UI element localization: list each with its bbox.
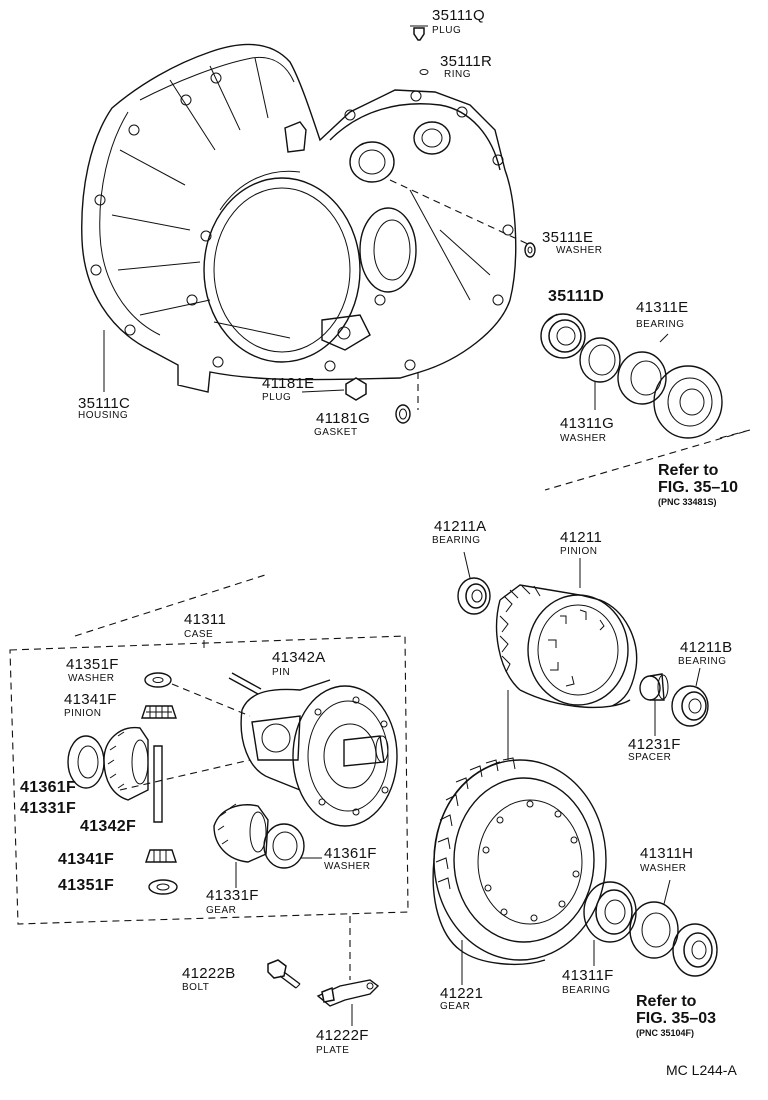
bearing-41311F [584,882,636,966]
transaxle-housing [82,45,530,410]
part-name-bearing: BEARING [678,656,727,667]
part-name-gear: GEAR [206,905,237,916]
reference-fig-35-03: Refer to FIG. 35–03 (PNC 35104F) [636,993,717,1038]
part-number-41221: 41221 [440,985,484,1002]
pinion-41211 [497,558,637,707]
part-name-ring: RING [444,69,471,80]
gasket-41181G [396,405,410,423]
part-name-housing: HOUSING [78,410,129,421]
part-number-35111C: 35111C [78,395,131,412]
part-name-bearing: BEARING [432,535,481,546]
part-name-washer: WASHER [640,863,687,874]
part-name-case: CASE [184,629,214,640]
reference-pnc: (PNC 33481S) [658,496,717,507]
part-number-41342F: 41342F [80,818,137,835]
plug-35111Q [410,26,428,40]
differential-case-group [10,575,408,924]
part-number-41361F: 41361F [20,779,77,796]
figure-code: MC L244-A [666,1062,737,1078]
oil-seal-35111D [541,314,585,358]
reference-line1: Refer to [658,462,719,479]
part-number-41222F: 41222F [316,1027,369,1044]
reference-line2: FIG. 35–10 [658,478,739,496]
part-number-41311G: 41311G [560,415,615,432]
part-number-41342A: 41342A [272,649,326,666]
part-name-plate: PLATE [316,1045,350,1056]
part-name-washer: WASHER [68,673,115,684]
bolt-41222B [268,960,300,988]
washer-41311G [580,338,620,410]
bearing-41211A [458,552,490,614]
part-number-41311E: 41311E [636,299,689,316]
part-number-41222B: 41222B [182,965,236,982]
part-name-bolt: BOLT [182,982,210,993]
reference-pnc: (PNC 35104F) [636,1027,695,1038]
part-name-bearing: BEARING [636,319,685,330]
part-name-washer: WASHER [556,245,603,256]
bearing-41311E [618,334,722,438]
part-number-35111Q: 35111Q [432,7,485,24]
part-name-washer: WASHER [324,861,371,872]
part-name-pinion: PINION [64,708,102,719]
part-number-41341F: 41341F [64,691,117,708]
part-name-spacer: SPACER [628,752,672,763]
part-name-washer: WASHER [560,433,607,444]
part-name-bearing: BEARING [562,985,611,996]
reference-fig-35-10: Refer to FIG. 35–10 (PNC 33481S) [658,462,739,507]
ring-gear-41221 [433,758,606,985]
ring-35111R [420,70,428,75]
washer-41311H [630,880,678,958]
part-name-pin: PIN [272,667,291,678]
part-number-41311: 41311 [184,611,227,628]
part-number-41331F: 41331F [206,887,259,904]
part-number-41181G: 41181G [316,410,371,427]
plug-41181E [302,378,366,400]
part-number-41361F: 41361F [324,845,377,862]
part-number-41331F: 41331F [20,800,77,817]
part-number-35111D: 35111D [548,288,605,305]
bearing-outer-race [673,924,717,976]
part-number-41341F: 41341F [58,851,115,868]
part-name-plug: PLUG [262,392,292,403]
part-name-plug: PLUG [432,25,462,36]
part-number-41351F: 41351F [66,656,119,673]
part-number-41311F: 41311F [562,967,614,984]
part-number-41211: 41211 [560,529,603,546]
plate-41222F [318,980,378,1026]
washer-35111E [525,243,535,257]
part-number-41211B: 41211B [680,639,733,656]
reference-line2: FIG. 35–03 [636,1009,717,1027]
part-name-gear: GEAR [440,1001,471,1012]
reference-line1: Refer to [636,993,697,1010]
part-number-41231F: 41231F [628,736,681,753]
part-number-41181E: 41181E [262,375,315,392]
part-number-41311H: 41311H [640,845,694,862]
part-name-gasket: GASKET [314,427,358,438]
part-number-41351F: 41351F [58,877,115,894]
part-name-pinion: PINION [560,546,598,557]
bearing-41211B [672,668,708,726]
part-number-35111R: 35111R [440,53,493,70]
spacer-41231F [640,674,668,736]
part-number-41211A: 41211A [434,518,487,535]
part-number-35111E: 35111E [542,229,594,246]
